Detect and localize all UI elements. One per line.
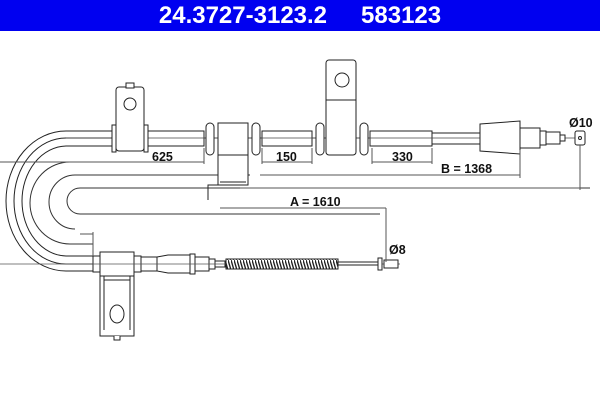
upper-left-bracket bbox=[111, 82, 149, 153]
reference-number: 583123 bbox=[361, 1, 442, 29]
dim-330: 330 bbox=[392, 150, 413, 164]
grommet-2 bbox=[315, 59, 369, 156]
dim-b: B = 1368 bbox=[441, 162, 492, 176]
upper-end-fitting bbox=[479, 120, 586, 155]
title-bar: 24.3727-3123.2 583123 bbox=[0, 0, 600, 31]
grommet-1 bbox=[205, 122, 261, 200]
dim-150: 150 bbox=[276, 150, 297, 164]
lower-bracket bbox=[99, 275, 135, 341]
dim-a: A = 1610 bbox=[290, 195, 341, 209]
dim-dia-10: Ø10 bbox=[569, 116, 593, 130]
dim-dia-8: Ø8 bbox=[389, 243, 406, 257]
upper-cable bbox=[111, 130, 500, 147]
dimension-lines bbox=[0, 145, 581, 262]
cable-loop bbox=[5, 130, 590, 272]
lower-cable bbox=[0, 251, 400, 277]
dim-625: 625 bbox=[152, 150, 173, 164]
part-number: 24.3727-3123.2 bbox=[158, 1, 328, 29]
